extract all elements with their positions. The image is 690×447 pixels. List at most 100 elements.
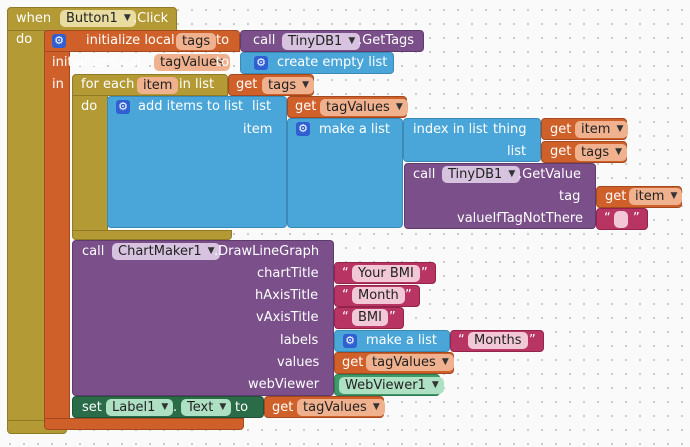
init-local-label: initialize local <box>86 33 175 48</box>
charttitle-param-label: chartTitle <box>257 266 319 281</box>
label1-dropdown[interactable]: Label1 ▼ <box>106 399 174 416</box>
drawlinegraph-method-label: .DrawLineGraph <box>214 244 320 259</box>
tagvalues-dropdown-label: tagValues <box>303 400 367 415</box>
init-local-tags-body <box>44 51 70 423</box>
index-in-list-label: index in list <box>413 122 488 137</box>
month-text-field[interactable]: Month <box>352 287 405 304</box>
click-event-label: .Click <box>133 11 169 26</box>
tinydb1-dropdown-label: TinyDB1 <box>448 167 503 182</box>
chevron-down-icon: ▼ <box>161 402 169 412</box>
gear-icon[interactable]: ⚙ <box>116 100 130 114</box>
your-bmi-text-field[interactable]: Your BMI <box>352 265 420 282</box>
webviewer1-dropdown[interactable]: WebViewer1 ▼ <box>339 377 444 394</box>
open-quote: “ <box>342 310 349 325</box>
gear-icon[interactable]: ⚙ <box>254 56 268 70</box>
make-a-list-label: make a list <box>366 333 438 348</box>
values-param-label: values <box>277 355 320 370</box>
button1-dropdown-label: Button1 <box>66 11 118 26</box>
chevron-down-icon: ▼ <box>207 246 215 256</box>
gear-icon[interactable]: ⚙ <box>296 122 310 136</box>
item-dropdown-2[interactable]: item▼ <box>629 188 683 205</box>
bmi-text-field[interactable]: BMI <box>352 309 388 326</box>
chevron-down-icon: ▼ <box>395 102 403 112</box>
tagvalues-dropdown-1[interactable]: tagValues▼ <box>320 99 408 116</box>
item-dropdown-1[interactable]: item▼ <box>575 121 629 138</box>
add-items-to-list-block[interactable] <box>107 96 287 228</box>
tags-dropdown[interactable]: tags▼ <box>262 77 315 94</box>
chevron-down-icon: ▼ <box>219 402 227 412</box>
close-quote: ” <box>405 288 412 303</box>
getvalue-method-label: .GetValue <box>518 167 582 182</box>
chevron-down-icon: ▼ <box>348 36 356 46</box>
chevron-down-icon: ▼ <box>302 80 310 90</box>
get-label: get <box>342 355 364 370</box>
chevron-down-icon: ▼ <box>615 147 623 157</box>
value-if-tag-not-there-label: valueIfTagNotThere <box>457 211 583 226</box>
get-label: get <box>550 144 572 159</box>
when-label: when <box>16 11 52 26</box>
text-prop-dropdown[interactable]: Text ▼ <box>181 399 232 416</box>
tags-var-field[interactable]: tags <box>176 33 217 50</box>
close-quote: ” <box>421 266 428 281</box>
create-empty-list-label: create empty list <box>277 55 388 70</box>
chevron-down-icon: ▼ <box>508 169 516 179</box>
make-a-list-label: make a list <box>319 122 391 137</box>
for-each-body <box>72 95 108 235</box>
gear-icon[interactable]: ⚙ <box>52 34 66 48</box>
close-quote: ” <box>389 310 396 325</box>
chartmaker1-dropdown[interactable]: ChartMaker1 ▼ <box>112 243 220 260</box>
create-empty-list-block[interactable] <box>240 52 394 74</box>
index-in-list-block[interactable] <box>403 118 541 162</box>
open-quote: “ <box>458 333 465 348</box>
make-a-list-block-1[interactable] <box>287 118 403 228</box>
tags-dropdown-label: tags <box>581 145 610 160</box>
get-label: get <box>550 122 572 137</box>
make-a-list-block-2[interactable] <box>334 330 450 352</box>
to-label-2: to <box>216 55 230 70</box>
get-label: get <box>295 99 317 114</box>
chevron-down-icon: ▼ <box>372 402 380 412</box>
add-items-list-label: list <box>252 99 272 114</box>
tinydb1-dropdown[interactable]: TinyDB1▼ <box>282 33 361 50</box>
call-label: call <box>413 167 436 182</box>
text-prop-dropdown-label: Text <box>187 400 214 415</box>
index-list-label: list <box>507 144 527 159</box>
item-dropdown-label: item <box>581 122 611 137</box>
months-text-field[interactable]: Months <box>468 332 528 349</box>
in-list-label: in list <box>179 77 215 92</box>
webviewer-param-label: webViewer <box>248 377 320 392</box>
label1-dropdown-label: Label1 <box>112 400 156 415</box>
close-quote: ” <box>529 333 536 348</box>
chartmaker1-dropdown-label: ChartMaker1 <box>118 244 202 259</box>
button1-dropdown[interactable]: Button1 ▼ <box>60 10 136 27</box>
labels-param-label: labels <box>280 333 319 348</box>
webviewer1-dropdown-label: WebViewer1 <box>345 378 426 393</box>
gettags-method-label: .GetTags <box>358 33 415 48</box>
haxistitle-param-label: hAxisTitle <box>255 288 319 303</box>
tagvalues-var-field[interactable]: tagValues <box>154 54 230 71</box>
gear-icon[interactable]: ⚙ <box>343 334 357 348</box>
tagvalues-dropdown-3[interactable]: tagValues ▼ <box>297 399 385 416</box>
chevron-down-icon: ▼ <box>431 380 439 390</box>
empty-text-field[interactable] <box>614 211 628 228</box>
vaxistitle-param-label: vAxisTitle <box>256 310 319 325</box>
tinydb1-dropdown-2[interactable]: TinyDB1 ▼ <box>442 166 521 183</box>
tags-dropdown-2[interactable]: tags ▼ <box>575 144 628 161</box>
for-each-bottom <box>72 230 232 240</box>
get-label: get <box>236 77 258 92</box>
open-quote: “ <box>342 266 349 281</box>
tagvalues-dropdown-2[interactable]: tagValues▼ <box>366 354 454 371</box>
chevron-down-icon: ▼ <box>441 357 449 367</box>
in-label: in <box>52 77 64 92</box>
set-label: set <box>82 400 102 415</box>
chevron-down-icon: ▼ <box>123 13 131 23</box>
thing-label: thing <box>493 122 527 137</box>
when-block-body <box>7 30 45 430</box>
open-quote: “ <box>342 288 349 303</box>
item-dropdown-label: item <box>635 189 665 204</box>
call-label: call <box>82 244 105 259</box>
item-var-field[interactable]: item <box>137 77 179 94</box>
to-label: to <box>216 33 230 48</box>
dot-label: . <box>173 400 178 415</box>
chartmaker-drawlinegraph-block[interactable] <box>72 240 334 396</box>
